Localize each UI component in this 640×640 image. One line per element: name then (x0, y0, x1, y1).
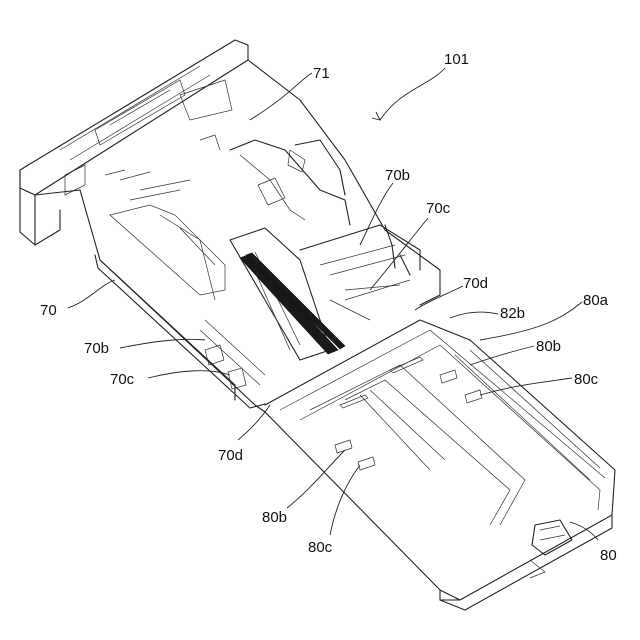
label-80: 80 (600, 547, 617, 564)
label-80b-right: 80b (536, 338, 561, 355)
leader-70c-lower (148, 371, 230, 378)
label-71: 71 (313, 65, 330, 82)
label-70b-upper: 70b (385, 167, 410, 184)
label-70c-upper: 70c (426, 200, 451, 217)
leader-80c-lower (330, 465, 360, 535)
leader-70d-upper (415, 286, 463, 310)
leader-82b (450, 312, 498, 318)
leader-70b-upper (360, 183, 393, 245)
label-80b-lower: 80b (262, 509, 287, 526)
label-70d-upper: 70d (463, 275, 488, 292)
leader-80c-right (480, 378, 572, 395)
label-101: 101 (444, 51, 469, 68)
leader-80a (480, 302, 582, 340)
label-70b-lower: 70b (84, 340, 109, 357)
leader-80b-lower (287, 450, 345, 508)
leader-70c-upper (370, 218, 428, 290)
label-80c-lower: 80c (308, 539, 333, 556)
label-80c-right: 80c (574, 371, 599, 388)
label-70: 70 (40, 302, 57, 319)
leader-71 (250, 73, 312, 120)
label-82b: 82b (500, 305, 525, 322)
label-70d-lower: 70d (218, 447, 243, 464)
paper-tray-body (20, 40, 440, 412)
label-70c-lower: 70c (110, 371, 135, 388)
leader-70d-lower (238, 405, 270, 440)
label-80a: 80a (583, 292, 609, 309)
reference-labels: 101 71 70 70b 70c 70d 70b 70c 70d 82b 80… (40, 51, 617, 564)
arrow-101 (372, 112, 380, 120)
leader-70 (68, 280, 115, 308)
leader-101 (380, 68, 445, 120)
extension-tray (265, 320, 615, 610)
